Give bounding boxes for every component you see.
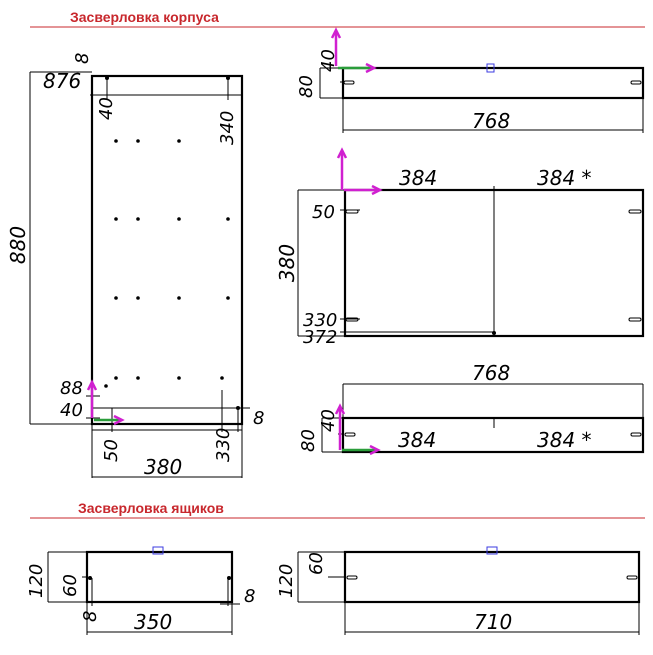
side-width-label: 380 (144, 455, 182, 479)
side-bottom-40-label: 40 (60, 400, 83, 421)
drawer-small-120-label: 120 (26, 564, 47, 598)
middle-panel: 384 384 * 50 380 330 372 (275, 147, 645, 348)
drawer-large-outline (343, 550, 641, 604)
bottom-panel-outline (341, 416, 645, 454)
drawer-small-outline (85, 550, 234, 604)
top-panel: 80 40 768 (296, 27, 645, 133)
drawer-large-width-label: 710 (474, 610, 512, 634)
middle-372-label: 372 (303, 327, 337, 348)
side-x50-label: 50 (101, 439, 122, 462)
middle-right-384-label: 384 * (537, 166, 592, 190)
side-height-label: 880 (6, 226, 30, 264)
top-80-label: 80 (296, 75, 317, 98)
side-panel: 880 876 8 40 340 88 40 8 50 330 380 (6, 53, 264, 479)
side-hole-left-label: 40 (96, 97, 117, 120)
bottom-left-384-label: 384 (398, 428, 436, 452)
body-drilling-title: Засверловка корпуса (70, 9, 219, 25)
side-panel-outline (90, 74, 244, 426)
middle-380-label: 380 (275, 244, 299, 282)
drawer-small-8-left-label: 8 (80, 611, 101, 622)
bottom-panel: 768 80 40 384 384 * (298, 361, 645, 456)
drawer-small-60-label: 60 (60, 574, 81, 597)
side-bottom-88-label: 88 (60, 378, 83, 399)
top-40-label: 40 (318, 49, 339, 72)
bottom-80-label: 80 (298, 429, 319, 452)
drawer-large-120-label: 120 (276, 564, 297, 598)
drawer-small-width-label: 350 (134, 610, 172, 634)
side-top-offset-label: 876 (43, 69, 81, 93)
drawer-large: 120 60 710 (276, 546, 641, 635)
drawer-small: 120 60 8 8 350 (26, 546, 255, 635)
middle-left-384-label: 384 (399, 166, 437, 190)
middle-330-label: 330 (303, 310, 337, 331)
bottom-right-384-label: 384 * (537, 428, 592, 452)
bottom-width-label: 768 (472, 361, 510, 385)
side-bottom-8-label: 8 (253, 408, 264, 429)
top-width-label: 768 (472, 109, 510, 133)
bottom-40-label: 40 (318, 409, 339, 432)
side-top-small-label: 8 (72, 53, 93, 64)
top-panel-outline (341, 66, 645, 100)
side-x330-label: 330 (213, 428, 234, 462)
middle-50-label: 50 (312, 202, 335, 223)
side-hole-right-label: 340 (217, 111, 238, 145)
drawer-small-8-right-label: 8 (244, 586, 255, 607)
drawer-large-60-label: 60 (306, 552, 327, 575)
drawers-drilling-title: Засверловка ящиков (78, 500, 224, 516)
